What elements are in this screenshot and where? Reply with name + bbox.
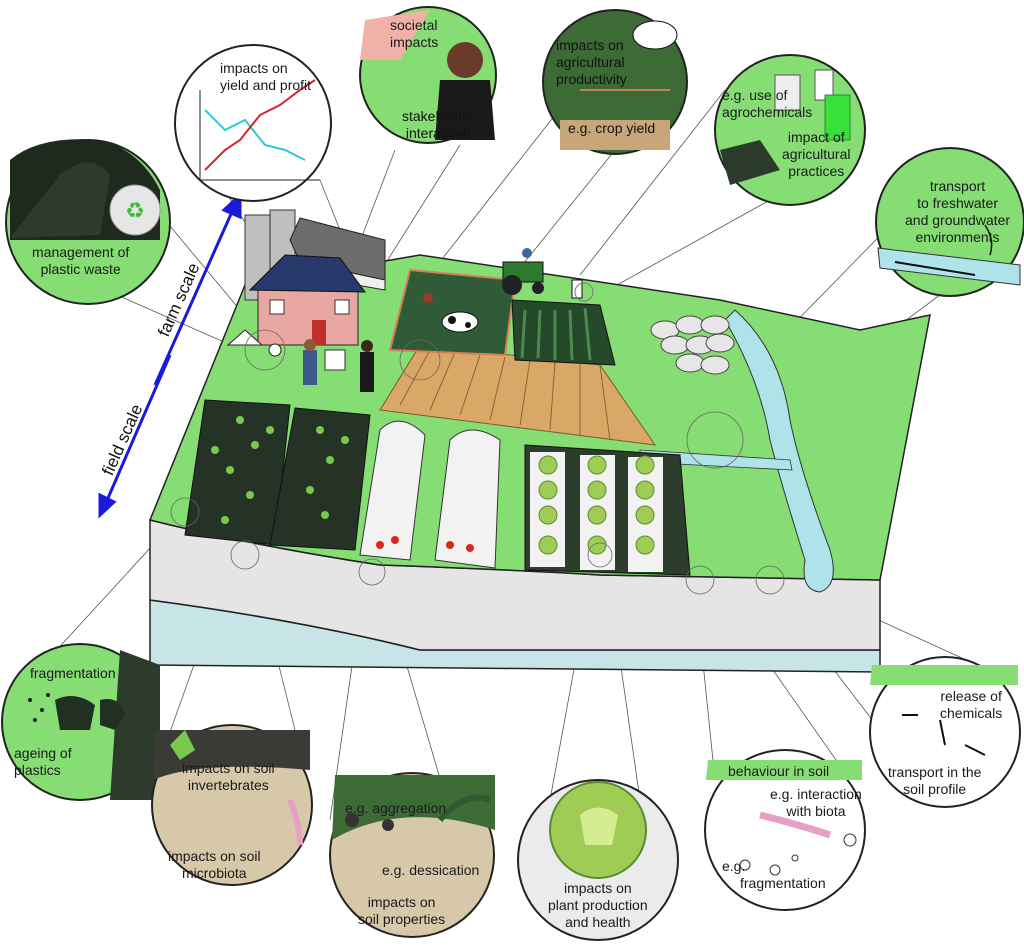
behaviour-line2: e.g. interaction [770, 786, 862, 802]
productivity-label: impacts on agricultural productivity [556, 37, 627, 88]
interaction-label: e.g. interaction with biota [770, 786, 862, 820]
yield-line1: impacts on [220, 60, 288, 76]
transport-line4: environments [915, 229, 1000, 245]
transport-line1: transport [929, 178, 986, 194]
plant-label: impacts on plant production and health [548, 880, 648, 931]
fragmentation-label: fragmentation [30, 665, 116, 681]
transport-label: transport to freshwater and groundwater … [905, 178, 1010, 246]
agrochem-line3: impact of [787, 129, 845, 145]
waste-line2: plastic waste [40, 261, 121, 277]
soilprops-line3: impacts on [367, 894, 436, 910]
productivity-line2: agricultural [556, 54, 625, 70]
behaviour-label: behaviour in soil [728, 763, 830, 779]
agrochem-label: e.g. use of agrochemicals [722, 87, 812, 121]
plant-line3: and health [565, 914, 631, 930]
ageing-line2: ageing of [14, 745, 72, 761]
stakeholder-label: stakeholder interaction [402, 108, 474, 142]
crop-yield-label: e.g. crop yield [568, 120, 656, 136]
release-line3: transport in the [888, 764, 982, 780]
release-label: release of chemicals [940, 688, 1002, 722]
societal-label: societal impacts [390, 17, 438, 51]
dessication-label: e.g. dessication [382, 862, 480, 878]
microbiota-label: impacts on soil microbiota [168, 848, 261, 882]
agrochem-line2: agrochemicals [722, 104, 813, 120]
waste-line1: management of [32, 244, 130, 260]
productivity-line1: impacts on [556, 37, 624, 53]
agrochem-line5: practices [788, 163, 845, 179]
invert-line2: invertebrates [187, 777, 269, 793]
invert-line4: microbiota [182, 865, 247, 881]
societal-line4: interaction [405, 125, 471, 141]
release-line2: chemicals [940, 705, 1003, 721]
societal-line3: stakeholder [402, 108, 475, 124]
release-line4: soil profile [903, 781, 967, 797]
behaviour-fragmentation-label: e.g. fragmentation [722, 858, 826, 892]
waste-label: management of plastic waste [32, 244, 129, 278]
wheat-rows [399, 349, 611, 441]
yield-line2: yield and profit [220, 77, 312, 93]
practices-label: impact of agricultural practices [782, 129, 850, 180]
agrochem-line1: e.g. use of [722, 87, 788, 103]
invertebrates-label: impacts on soil invertebrates [182, 760, 275, 794]
ageing-line3: plastics [14, 762, 61, 778]
behaviour-line3: with biota [786, 803, 846, 819]
productivity-line3: productivity [556, 71, 627, 87]
yield-label: impacts on yield and profit [220, 60, 311, 94]
transport-line2: to freshwater [917, 195, 998, 211]
transport-line3: and groundwater [905, 212, 1011, 228]
societal-line2: impacts [390, 34, 439, 50]
plant-line1: impacts on [563, 880, 632, 896]
societal-line1: societal [390, 17, 438, 33]
agrochem-line4: agricultural [782, 146, 851, 162]
scale-arrows [98, 191, 242, 519]
soilprops-line4: soil properties [358, 911, 446, 927]
ageing-label: ageing of plastics [14, 745, 72, 779]
aggregation-label: e.g. aggregation [345, 800, 447, 816]
invert-line3: impacts on soil [168, 848, 261, 864]
behaviour-line5: fragmentation [740, 875, 826, 891]
soil-properties-label: impacts on soil properties [358, 894, 445, 928]
release-line1: release of [940, 688, 1002, 704]
plant-line2: plant production [548, 897, 648, 913]
behaviour-line4: e.g. [722, 858, 746, 874]
invert-line1: impacts on soil [182, 760, 275, 776]
svg-text:♻: ♻ [125, 198, 145, 223]
soil-profile-label: transport in the soil profile [888, 764, 981, 798]
